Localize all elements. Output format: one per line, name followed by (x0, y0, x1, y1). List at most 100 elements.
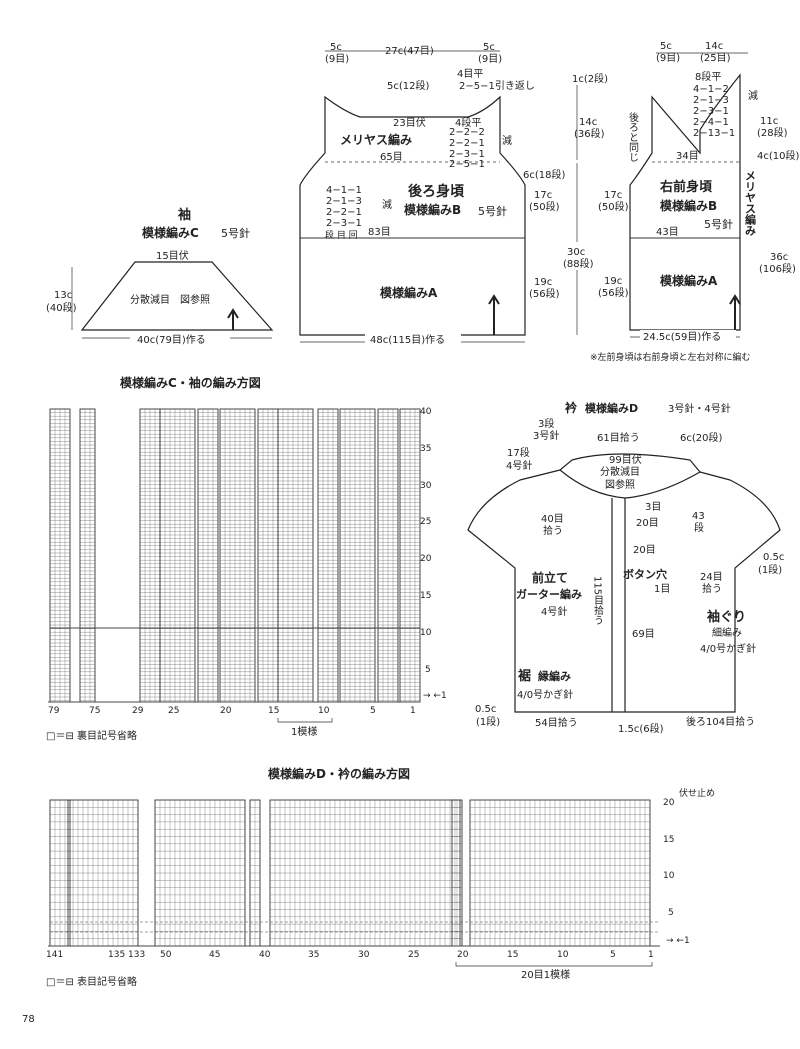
svg-text:2−2−1: 2−2−1 (449, 138, 485, 149)
svg-text:5: 5 (425, 665, 431, 675)
front-title: 右前身頃 (659, 179, 713, 195)
svg-text:43目: 43目 (656, 227, 679, 238)
svg-text:69目: 69目 (632, 629, 655, 640)
svg-text:25: 25 (420, 517, 431, 527)
svg-text:48c(115目)作る: 48c(115目)作る (370, 334, 445, 346)
svg-text:模様編みA: 模様編みA (660, 273, 718, 288)
svg-text:1.5c(6段): 1.5c(6段) (618, 722, 664, 735)
svg-text:35: 35 (420, 444, 431, 454)
sleeve-top-bind: 15目伏 (156, 249, 189, 262)
svg-text:4号針: 4号針 (506, 459, 532, 472)
svg-text:段 目 回: 段 目 回 (325, 229, 358, 241)
svg-text:30: 30 (358, 950, 370, 960)
svg-text:6c(20段): 6c(20段) (680, 431, 722, 444)
svg-text:拾う: 拾う (702, 582, 722, 595)
sleeve-pattern: 模様編みC (142, 225, 199, 240)
svg-text:0.5c: 0.5c (475, 704, 496, 715)
svg-text:11c: 11c (760, 116, 778, 127)
svg-text:20目1模様: 20目1模様 (521, 968, 570, 981)
chart-d-title: 模様編みD・衿の編み方図 (268, 766, 410, 781)
svg-text:65目: 65目 (380, 152, 403, 163)
svg-text:6c(18段): 6c(18段) (523, 168, 565, 181)
svg-text:14c: 14c (705, 41, 723, 52)
svg-text:4目平: 4目平 (457, 69, 483, 80)
svg-text:34目: 34目 (676, 151, 699, 162)
collar-diagram: 衿 模様編みD 3号針・4号針 3段 3号針 17段 4号針 61目拾う 6c(… (467, 400, 784, 735)
svg-text:17c: 17c (534, 190, 552, 201)
svg-text:(28段): (28段) (757, 126, 788, 139)
svg-text:1: 1 (410, 706, 416, 716)
svg-text:5c(12段): 5c(12段) (387, 79, 429, 92)
svg-text:15: 15 (663, 835, 674, 845)
svg-text:1模様: 1模様 (291, 725, 317, 738)
svg-text:4−1−1: 4−1−1 (326, 185, 362, 196)
svg-text:(9目): (9目) (656, 53, 680, 64)
svg-text:24目: 24目 (700, 572, 723, 583)
svg-text:17段: 17段 (507, 446, 530, 459)
svg-text:4/0号かぎ針: 4/0号かぎ針 (700, 642, 756, 655)
svg-text:45: 45 (209, 950, 220, 960)
svg-text:83目: 83目 (368, 227, 391, 238)
svg-text:図参照: 図参照 (605, 478, 635, 491)
svg-text:0.5c: 0.5c (763, 552, 784, 563)
svg-text:40目: 40目 (541, 514, 564, 525)
svg-text:15: 15 (507, 950, 518, 960)
svg-text:50: 50 (160, 950, 172, 960)
svg-text:75: 75 (89, 706, 100, 716)
svg-text:減: 減 (748, 89, 758, 102)
svg-text:(36段): (36段) (574, 127, 605, 140)
svg-text:□＝⊟ 表目記号省略: □＝⊟ 表目記号省略 (46, 975, 137, 988)
svg-text:27c(47目): 27c(47目) (385, 46, 434, 57)
svg-text:2−1−3: 2−1−3 (326, 196, 362, 207)
svg-text:拾う: 拾う (543, 524, 563, 537)
svg-text:伏せ止め: 伏せ止め (679, 787, 715, 799)
svg-text:10: 10 (663, 871, 675, 881)
svg-text:5: 5 (610, 950, 616, 960)
svg-text:19c: 19c (604, 276, 622, 287)
svg-text:(9目): (9目) (325, 54, 349, 65)
svg-text:減: 減 (502, 134, 512, 147)
svg-text:模様編みB: 模様編みB (404, 202, 461, 217)
sleeve-title: 袖 (178, 207, 191, 223)
svg-text:2−2−2: 2−2−2 (449, 127, 485, 138)
svg-text:15: 15 (420, 591, 431, 601)
svg-text:2−2−1: 2−2−1 (326, 207, 362, 218)
svg-text:5: 5 (370, 706, 376, 716)
svg-text:5c: 5c (330, 42, 342, 53)
svg-text:36c: 36c (770, 252, 788, 263)
svg-text:141: 141 (46, 950, 63, 960)
svg-text:35: 35 (308, 950, 319, 960)
svg-text:3目: 3目 (645, 502, 661, 513)
back-title: 後ろ身頃 (408, 183, 465, 200)
sleeve-decrease-note: 分散減目 図参照 (130, 293, 210, 306)
svg-text:模様編みD: 模様編みD (585, 401, 638, 415)
chart-c-grid (48, 408, 421, 703)
sleeve-outline (80, 261, 274, 331)
svg-text:4段平: 4段平 (455, 116, 481, 129)
svg-text:23目伏: 23目伏 (393, 116, 426, 129)
svg-text:1目: 1目 (654, 584, 670, 595)
front-outline (629, 73, 741, 331)
svg-text:→ ←1: → ←1 (423, 691, 447, 701)
svg-text:模様編みA: 模様編みA (380, 285, 438, 300)
svg-text:衿: 衿 (565, 400, 577, 415)
svg-text:※左前身頃は右前身頃と左右対称に編む: ※左前身頃は右前身頃と左右対称に編む (590, 351, 751, 363)
svg-text:模様編みB: 模様編みB (660, 198, 717, 213)
svg-text:2−13−1: 2−13−1 (693, 128, 735, 139)
chart-d-grid (48, 799, 660, 947)
svg-text:43: 43 (692, 511, 705, 522)
svg-text:3段: 3段 (538, 417, 554, 430)
svg-text:細編み: 細編み (712, 626, 742, 639)
sleeve-diagram: 袖 模様編みC 5号針 15目伏 分散減目 図参照 13c (40段) 40c(… (46, 207, 274, 346)
svg-text:8段平: 8段平 (695, 70, 721, 83)
svg-text:(56段): (56段) (598, 286, 629, 299)
svg-text:61目拾う: 61目拾う (597, 431, 640, 444)
svg-text:ガーター編み: ガーター編み (516, 587, 582, 601)
svg-text:5c: 5c (660, 41, 672, 52)
svg-text:20: 20 (420, 554, 432, 564)
svg-text:99目伏: 99目伏 (609, 453, 642, 466)
sleeve-bottom: 40c(79目)作る (137, 334, 206, 346)
sleeve-height-rows: (40段) (46, 301, 77, 314)
svg-text:24.5c(59目)作る: 24.5c(59目)作る (643, 331, 721, 343)
